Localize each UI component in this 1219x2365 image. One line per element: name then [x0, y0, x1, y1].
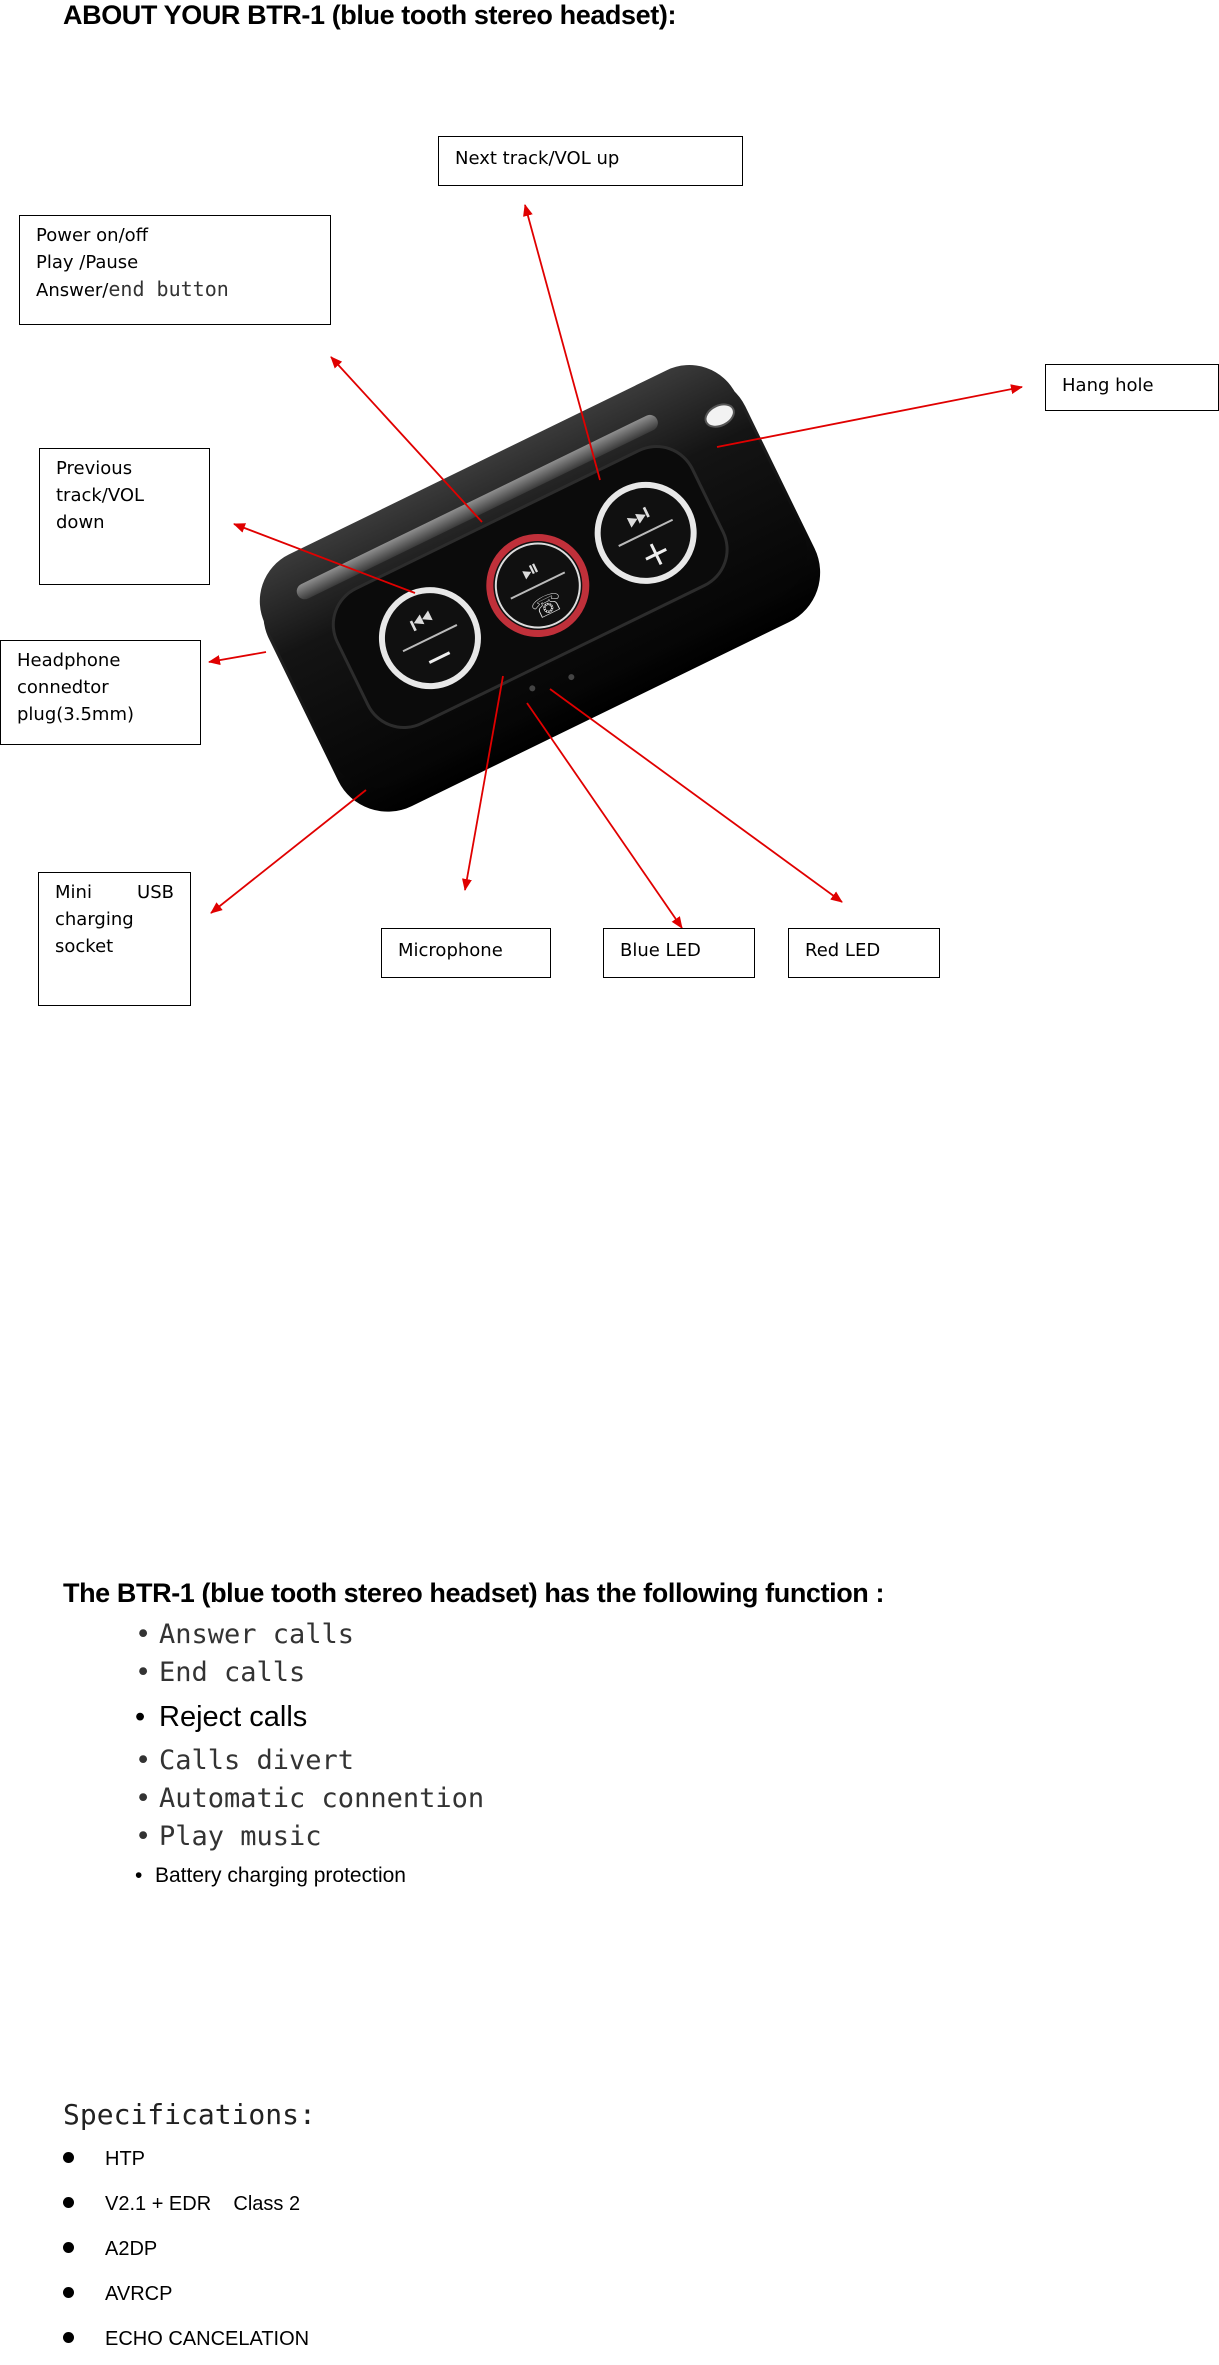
functions-list: •Answer calls •End calls •Reject calls •…	[135, 1616, 484, 1896]
callout-previous-line1: Previous	[56, 455, 193, 482]
spec-a2dp: A2DP	[105, 2238, 157, 2260]
function-calls-divert: Calls divert	[159, 1745, 354, 1776]
callout-previous: Previous track/VOL down	[39, 448, 210, 585]
callout-usb: Mini USB charging socket	[38, 872, 191, 1006]
function-reject-calls: Reject calls	[159, 1701, 307, 1733]
list-item: •Answer calls	[135, 1616, 484, 1654]
functions-heading: The BTR-1 (blue tooth stereo headset) ha…	[63, 1578, 884, 1609]
function-battery-protection: Battery charging protection	[155, 1864, 406, 1887]
callout-headphone-line1: Headphone	[17, 647, 184, 674]
callout-next-track-label: Next track/VOL up	[455, 145, 726, 172]
arrow-hang-hole	[717, 387, 1022, 447]
bullet-icon: •	[135, 1654, 159, 1692]
headset-device: ⏮ − ⏯ ☏ ⏭ +	[240, 346, 839, 830]
callout-microphone-label: Microphone	[398, 937, 534, 964]
callout-power: Power on/off Play /Pause Answer/end butt…	[19, 215, 331, 325]
callout-power-line3: Answer/end button	[36, 276, 314, 304]
callout-blue-led: Blue LED	[603, 928, 755, 978]
callout-power-line1: Power on/off	[36, 222, 314, 249]
bullet-icon	[63, 2152, 74, 2163]
function-end-calls: End calls	[159, 1657, 305, 1688]
callout-headphone-line3: plug(3.5mm)	[17, 701, 184, 728]
callout-hang-hole-label: Hang hole	[1062, 372, 1202, 399]
callout-headphone: Headphone connedtor plug(3.5mm)	[0, 640, 201, 745]
arrow-usb	[211, 790, 366, 913]
specifications-list: HTP V2.1 + EDR Class 2 A2DP AVRCP ECHO C…	[63, 2140, 309, 2365]
list-item: •Automatic connention	[135, 1780, 484, 1818]
arrow-headphone	[209, 652, 266, 662]
list-item: •End calls	[135, 1654, 484, 1692]
callout-power-line3-prefix: Answer/	[36, 280, 108, 301]
bullet-icon	[63, 2332, 74, 2343]
bullet-icon: •	[135, 1692, 159, 1742]
callout-previous-line3: down	[56, 509, 193, 536]
bullet-icon: •	[135, 1742, 159, 1780]
list-item: •Calls divert	[135, 1742, 484, 1780]
list-item: V2.1 + EDR Class 2	[63, 2185, 309, 2230]
callout-blue-led-label: Blue LED	[620, 937, 738, 964]
list-item: •Reject calls	[135, 1692, 484, 1742]
callout-red-led-label: Red LED	[805, 937, 923, 964]
spec-version: V2.1 + EDR Class 2	[105, 2193, 300, 2215]
spec-htp: HTP	[105, 2148, 145, 2170]
callout-headphone-line2: connedtor	[17, 674, 184, 701]
callout-previous-line2: track/VOL	[56, 482, 193, 509]
list-item: A2DP	[63, 2230, 309, 2275]
callout-usb-line2: charging	[55, 906, 174, 933]
callout-next-track: Next track/VOL up	[438, 136, 743, 186]
arrow-red-led	[550, 689, 842, 902]
spec-avrcp: AVRCP	[105, 2283, 172, 2305]
list-item: AVRCP	[63, 2275, 309, 2320]
callout-microphone: Microphone	[381, 928, 551, 978]
specifications-heading: Specifications:	[63, 2098, 316, 2131]
callout-usb-line1: Mini USB	[55, 879, 174, 906]
spec-echo-cancelation: ECHO CANCELATION	[105, 2328, 309, 2350]
callout-usb-line3: socket	[55, 933, 174, 960]
callout-power-line2: Play /Pause	[36, 249, 314, 276]
callout-hang-hole: Hang hole	[1045, 364, 1219, 411]
function-answer-calls: Answer calls	[159, 1619, 354, 1650]
list-item: ECHO CANCELATION	[63, 2320, 309, 2365]
bullet-icon: •	[135, 1616, 159, 1654]
list-item: •Play music	[135, 1818, 484, 1856]
bullet-icon: •	[135, 1780, 159, 1818]
list-item: •Battery charging protection	[135, 1856, 484, 1896]
arrow-blue-led	[527, 703, 682, 928]
list-item: HTP	[63, 2140, 309, 2185]
function-automatic-connention: Automatic connention	[159, 1783, 484, 1814]
callout-red-led: Red LED	[788, 928, 940, 978]
bullet-icon: •	[135, 1856, 155, 1896]
callout-power-line3-mono: end button	[108, 277, 228, 301]
bullet-icon: •	[135, 1818, 159, 1856]
bullet-icon	[63, 2197, 74, 2208]
bullet-icon	[63, 2287, 74, 2298]
bullet-icon	[63, 2242, 74, 2253]
function-play-music: Play music	[159, 1821, 322, 1852]
